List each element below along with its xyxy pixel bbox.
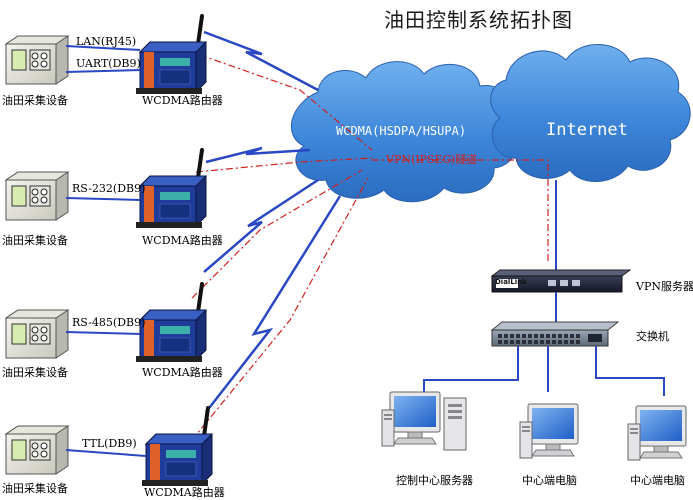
center-pc-2-label: 中心端电脑 — [630, 474, 685, 487]
vpn-tunnel-2 — [195, 157, 373, 173]
wcdma-cloud — [290, 61, 520, 203]
diagram-title: 油田控制系统拓扑图 — [384, 8, 573, 32]
vpn-tunnel-main — [372, 159, 549, 262]
wireless-link-3 — [203, 178, 319, 273]
vpn-server-label: VPN服务器 — [636, 280, 693, 293]
vpn-tunnel-3 — [191, 169, 363, 299]
link-label-ttl: TTL(DB9) — [82, 437, 137, 450]
wireless-link-4 — [205, 195, 342, 413]
control-center-server — [381, 391, 467, 451]
link-label-lan: LAN(RJ45) — [76, 35, 137, 48]
center-pc-1-label: 中心端电脑 — [522, 474, 577, 487]
vpn-server — [490, 269, 632, 293]
site-4-device-label: 油田采集设备 — [2, 482, 68, 495]
site-2-router-label: WCDMA路由器 — [142, 234, 223, 247]
internet-cloud — [490, 44, 691, 183]
wireless-link-2 — [205, 146, 311, 164]
control-server-label: 控制中心服务器 — [396, 474, 473, 487]
link-label-rs485: RS-485(DB9) — [72, 316, 146, 329]
center-pc-2 — [627, 405, 687, 461]
switch-label: 交换机 — [636, 330, 669, 343]
link-label-rs232: RS-232(DB9) — [72, 182, 146, 195]
vpn-tunnel-1 — [185, 49, 373, 151]
link-label-uart: UART(DB9) — [76, 57, 141, 70]
site-1-router-label: WCDMA路由器 — [142, 94, 223, 107]
internet-label: Internet — [546, 120, 628, 140]
wireless-link-1 — [203, 30, 319, 92]
network-switch — [490, 321, 620, 347]
site-4-router-label: WCDMA路由器 — [144, 486, 225, 499]
wireless-links — [203, 30, 342, 413]
vpn-tunnels — [185, 49, 549, 441]
vpn-tunnel-4 — [191, 177, 369, 441]
vpn-brand-label: DialLink — [495, 278, 527, 286]
center-pc-1 — [519, 403, 579, 459]
vpn-tunnel-label: VPN(IPSEC)隧道 — [386, 153, 478, 166]
wcdma-label: WCDMA(HSDPA/HSUPA) — [336, 124, 467, 138]
site-3-device-label: 油田采集设备 — [2, 366, 68, 379]
site-3-router-label: WCDMA路由器 — [142, 366, 223, 379]
site-1-device-label: 油田采集设备 — [2, 94, 68, 107]
site-2-device-label: 油田采集设备 — [2, 234, 68, 247]
